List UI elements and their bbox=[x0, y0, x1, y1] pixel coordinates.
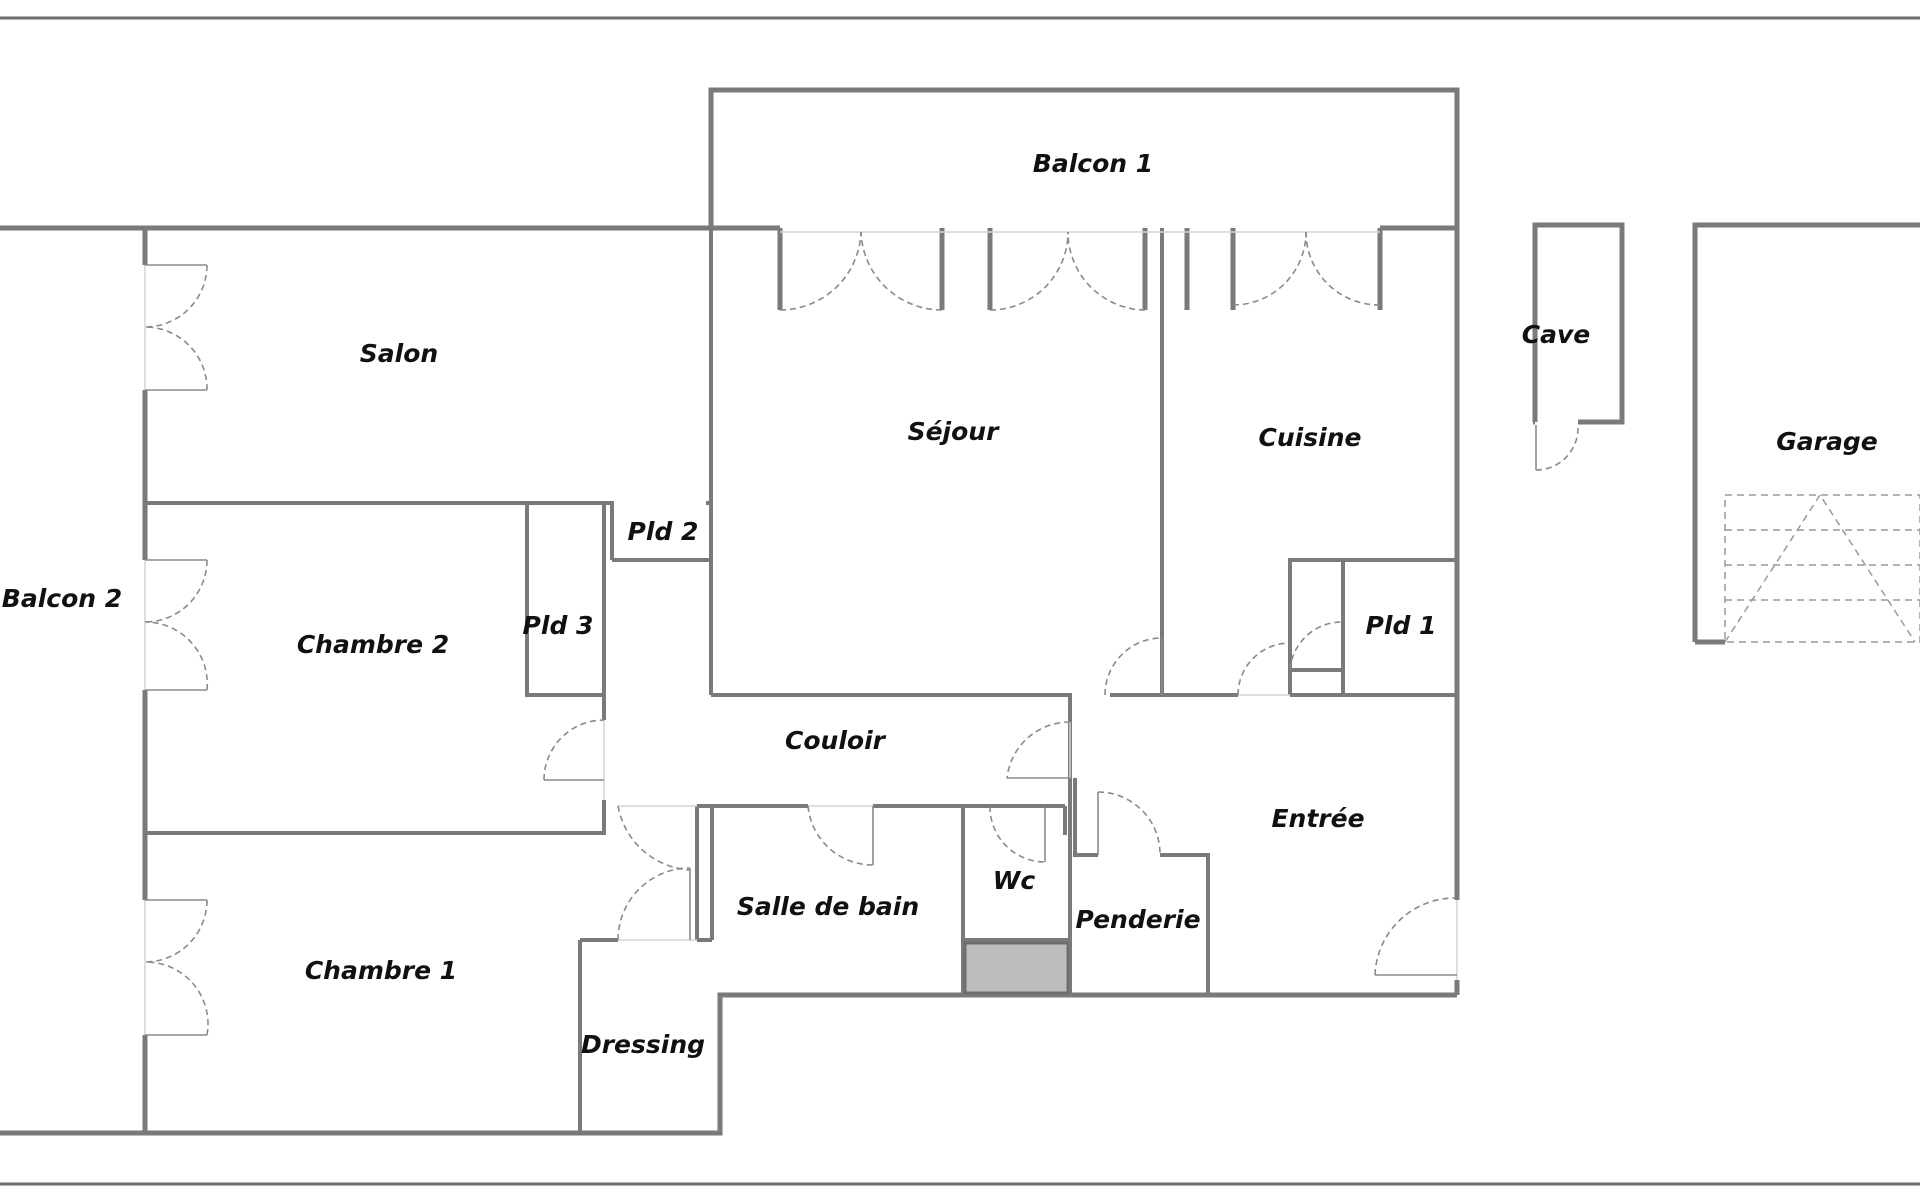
door-swing bbox=[860, 231, 943, 311]
garage-door bbox=[1724, 494, 1920, 643]
door-swing bbox=[1097, 791, 1161, 856]
door-swing bbox=[144, 961, 209, 1036]
room-labels: Balcon 1 Salon Séjour Cuisine Cave Garag… bbox=[2, 149, 1878, 1059]
door-swing bbox=[1237, 642, 1291, 696]
door-swing bbox=[1374, 897, 1456, 976]
room-label-cave: Cave bbox=[1522, 320, 1590, 349]
room-label-chambre-1: Chambre 1 bbox=[305, 956, 457, 985]
walls bbox=[0, 87, 1920, 1136]
openings bbox=[144, 231, 1458, 1035]
pld1-wall bbox=[1288, 558, 1457, 695]
cave-wall bbox=[1532, 222, 1625, 425]
door-swing bbox=[1104, 637, 1163, 696]
door-swing bbox=[1006, 721, 1071, 779]
chambre2-bottom-wall bbox=[145, 560, 606, 835]
door-swing bbox=[144, 899, 208, 963]
door-swing bbox=[807, 805, 874, 866]
door-swing bbox=[989, 805, 1046, 863]
room-label-salon: Salon bbox=[360, 339, 438, 368]
garage-wall bbox=[1692, 222, 1920, 645]
door-swing bbox=[617, 867, 691, 941]
door-swing bbox=[989, 231, 1069, 311]
room-label-sejour: Séjour bbox=[908, 417, 1001, 446]
room-label-couloir: Couloir bbox=[785, 726, 887, 755]
room-label-dressing: Dressing bbox=[581, 1030, 705, 1059]
room-label-pld-2: Pld 2 bbox=[628, 517, 699, 546]
door-swing bbox=[1067, 231, 1146, 311]
couloir-bottom-wall bbox=[695, 804, 1067, 940]
door-swing bbox=[144, 264, 208, 328]
salon-chambre2-wall bbox=[145, 228, 713, 695]
door-swing bbox=[779, 231, 862, 311]
room-label-pld-1: Pld 1 bbox=[1366, 611, 1437, 640]
room-label-balcon-2: Balcon 2 bbox=[2, 584, 122, 613]
room-label-balcon-1: Balcon 1 bbox=[1033, 149, 1153, 178]
door-swing bbox=[543, 719, 605, 781]
garage-door-swing bbox=[1724, 493, 1916, 643]
door-swing bbox=[617, 805, 691, 871]
bottom-wall-right bbox=[0, 992, 1457, 1136]
sejour-bottom-wall bbox=[711, 693, 1072, 722]
sejour-cuisine-wall bbox=[1160, 228, 1457, 697]
door-swing bbox=[1535, 427, 1579, 471]
room-label-garage: Garage bbox=[1776, 427, 1877, 456]
room-label-pld-3: Pld 3 bbox=[523, 611, 594, 640]
room-label-cuisine: Cuisine bbox=[1259, 423, 1362, 452]
room-label-penderie: Penderie bbox=[1075, 905, 1200, 934]
room-label-entree: Entrée bbox=[1271, 804, 1364, 833]
door-swing bbox=[1289, 621, 1343, 671]
door-swing bbox=[1305, 231, 1381, 306]
penderie-wall bbox=[1073, 778, 1210, 995]
duct-shaft bbox=[963, 941, 1070, 995]
door-swing bbox=[144, 621, 209, 691]
doors bbox=[144, 231, 1920, 1036]
door-swing bbox=[144, 326, 208, 391]
pld2-wall bbox=[610, 501, 711, 560]
room-label-wc: Wc bbox=[993, 866, 1036, 895]
couloir-dressing-wall bbox=[697, 804, 714, 940]
door-swing bbox=[1232, 231, 1307, 306]
dressing-wall bbox=[578, 938, 712, 1133]
pld3-wall bbox=[525, 503, 606, 697]
top-wall-right bbox=[711, 225, 1457, 310]
room-label-chambre-2: Chambre 2 bbox=[297, 630, 449, 659]
room-label-salle-de-bain: Salle de bain bbox=[737, 892, 919, 921]
door-swing bbox=[144, 559, 208, 623]
